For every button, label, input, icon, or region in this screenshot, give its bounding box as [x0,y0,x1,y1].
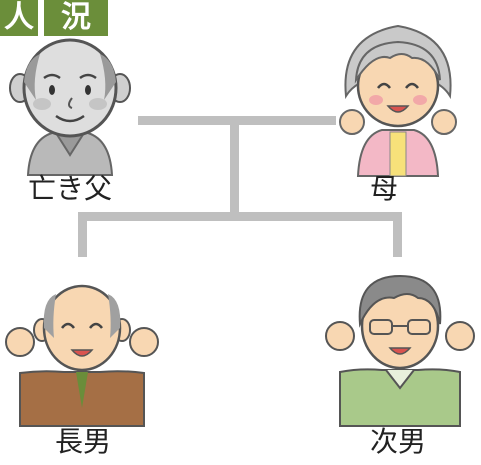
eldest-son-figure [5,284,159,427]
father-hair [24,54,40,100]
father-label: 亡き父 [28,172,113,205]
father-eye-left [49,85,55,95]
header-tag-left: 人 [0,0,38,36]
connector-trunk [230,120,239,215]
second-mouth [388,347,412,355]
father-cheek-left [33,98,51,110]
mother-bangs [354,40,441,84]
father-collar [55,132,85,157]
eldest-eye-left [61,322,75,329]
father-eye-right [85,85,91,95]
father-brow-right [79,73,97,80]
eldest-tie [76,372,88,408]
mother-mouth [386,105,410,113]
mother-label: 母 [370,172,399,205]
father-hair-right [100,54,116,100]
eldest-fist-right [129,327,159,357]
father-brow-left [43,73,61,80]
eldest-mouth [70,349,94,357]
second-body [339,368,461,427]
second-fist-right [445,321,475,351]
father-figure [9,38,131,176]
second-hair [358,274,442,328]
mother-cheek-left [369,95,383,105]
connector-right-drop [393,212,402,257]
second-collar [385,369,415,390]
mother-fist-right [431,109,457,135]
tree-connectors [78,116,402,257]
father-nose [68,97,73,109]
mother-fist-left [339,109,365,135]
eldest-hair-right [108,294,121,338]
father-head [22,38,118,138]
mother-cheek-right [413,95,427,105]
eldest-hair [43,294,56,338]
second-fist-left [325,321,355,351]
father-mouth [55,114,85,123]
header-tag-right: 況 [44,0,108,36]
eldest-son-label: 長男 [55,425,112,458]
connector-children [78,212,402,221]
mother-eye-right [405,82,419,89]
second-son-label: 次男 [370,425,427,458]
mother-eye-left [377,82,391,89]
father-cheek-right [89,98,107,110]
eldest-fist-left [5,327,35,357]
mother-figure [339,24,457,177]
connector-left-drop [78,212,87,257]
mother-undershirt [389,131,407,177]
eldest-head [42,284,122,372]
eldest-eye-right [89,322,103,329]
second-son-figure [325,274,475,427]
